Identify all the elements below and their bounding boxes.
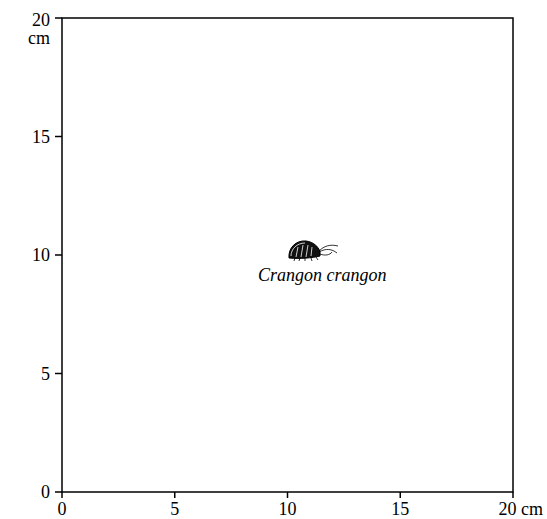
tick-label: 5 xyxy=(170,500,179,518)
tick-label: 10 xyxy=(279,500,297,518)
tick-label: 0 xyxy=(58,500,67,518)
frame-box xyxy=(62,18,513,492)
tick-label: 20 cm xyxy=(499,500,544,518)
axes-frame xyxy=(55,18,513,498)
tick-label: 15 xyxy=(32,128,50,146)
tick-label: 5 xyxy=(41,365,50,383)
shrimp-illustration xyxy=(289,241,338,261)
tick-label: 0 xyxy=(41,483,50,501)
tick-label: 15 xyxy=(391,500,409,518)
tick-label: 10 xyxy=(32,246,50,264)
axis-unit: 20 xyxy=(32,11,50,29)
axis-unit: cm xyxy=(28,29,50,47)
species-label: Crangon crangon xyxy=(258,266,387,284)
